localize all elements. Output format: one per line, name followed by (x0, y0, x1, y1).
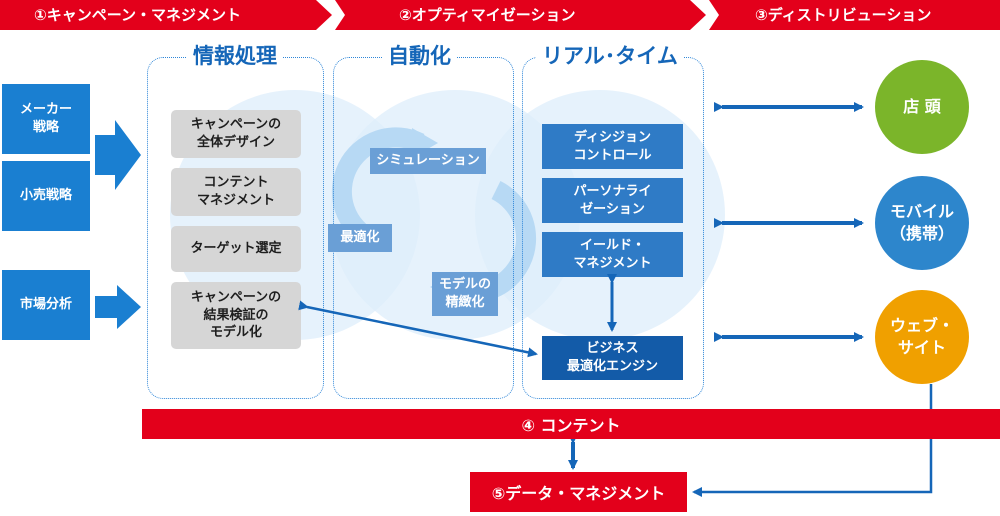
banner-arrow-shape (0, 0, 332, 30)
channel-store: 店 頭 (875, 60, 969, 154)
banner-label: ①キャンペーン・マネジメント (34, 6, 241, 24)
banner-optimization: ②オプティマイゼーション (335, 0, 706, 30)
item-decision-control: ディシジョン コントロール (542, 124, 683, 169)
channel-website: ウェブ・ サイト (875, 290, 969, 384)
label-optimization: 最適化 (328, 224, 392, 252)
input-arrow-icon (95, 285, 141, 329)
banner-arrow-shape (335, 0, 706, 30)
content-bar: ④ コンテント (142, 409, 1000, 439)
banner-label: ③ディストリビューション (755, 6, 932, 24)
section-title: リアル･タイム (536, 43, 684, 69)
data-management-box: ⑤データ・マネジメント (470, 472, 687, 512)
input-arrow-icon (95, 120, 141, 190)
item-yield-management: イールド・ マネジメント (542, 232, 683, 277)
item-business-optimization-engine: ビジネス 最適化エンジン (542, 336, 683, 380)
channel-mobile: モバイル （携帯） (875, 176, 969, 270)
item-campaign-design: キャンペーンの 全体デザイン (171, 110, 301, 158)
banner-label: ②オプティマイゼーション (399, 6, 576, 24)
item-result-modeling: キャンペーンの 結果検証の モデル化 (171, 282, 301, 349)
label-simulation: シミュレーション (370, 148, 486, 174)
banner-campaign-management: ①キャンペーン・マネジメント (0, 0, 332, 30)
input-market-analysis: 市場分析 (2, 270, 90, 340)
input-retail-strategy: 小売戦略 (2, 161, 90, 231)
item-content-management: コンテント マネジメント (171, 168, 301, 216)
input-maker-strategy: メーカー 戦略 (2, 84, 90, 154)
item-target-selection: ターゲット選定 (171, 226, 301, 272)
banner-distribution: ③ディストリビューション (709, 0, 1000, 30)
section-title: 情報処理 (187, 43, 283, 69)
banner-arrow-shape (709, 0, 1000, 30)
modeling-engine-arrow (298, 300, 538, 358)
section-title: 自動化 (382, 43, 457, 69)
item-personalization: パーソナライ ゼーション (542, 178, 683, 223)
